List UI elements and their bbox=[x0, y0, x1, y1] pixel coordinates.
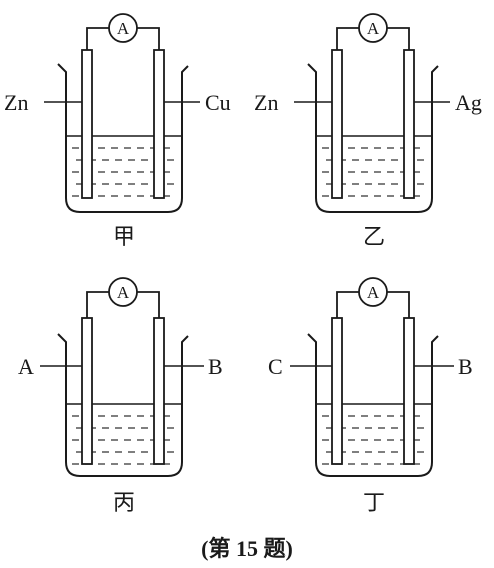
ammeter-label: A bbox=[367, 283, 380, 302]
cell-jia: A Zn Cu 甲 bbox=[4, 13, 231, 249]
wire bbox=[387, 27, 410, 50]
wire bbox=[336, 291, 359, 318]
right-electrode-label: Cu bbox=[205, 90, 231, 115]
left-electrode bbox=[331, 49, 343, 199]
ammeter bbox=[358, 277, 388, 307]
figure-caption: 丁 bbox=[363, 490, 385, 515]
wire bbox=[387, 291, 410, 318]
wire bbox=[86, 27, 109, 50]
left-electrode bbox=[81, 49, 93, 199]
figure-caption: 甲 bbox=[113, 224, 135, 249]
beaker bbox=[57, 63, 189, 213]
wire bbox=[137, 27, 160, 50]
ammeter bbox=[358, 13, 388, 43]
ammeter-label: A bbox=[367, 19, 380, 38]
wire bbox=[336, 27, 359, 50]
ammeter-label: A bbox=[117, 283, 130, 302]
left-electrode bbox=[81, 317, 93, 465]
beaker bbox=[57, 333, 189, 477]
right-electrode bbox=[403, 317, 415, 465]
ammeter bbox=[108, 277, 138, 307]
right-electrode bbox=[153, 49, 165, 199]
left-electrode-label: Zn bbox=[254, 90, 278, 115]
left-electrode-label: C bbox=[268, 354, 283, 379]
right-electrode bbox=[153, 317, 165, 465]
ammeter bbox=[108, 13, 138, 43]
cell-bing: A A B 丙 bbox=[18, 277, 223, 515]
figure-caption: 乙 bbox=[363, 224, 385, 249]
right-electrode-label: B bbox=[208, 354, 223, 379]
cell-yi: A Zn Ag 乙 bbox=[254, 13, 482, 249]
left-electrode-label: A bbox=[18, 354, 34, 379]
left-electrode bbox=[331, 317, 343, 465]
right-electrode bbox=[403, 49, 415, 199]
ammeter-label: A bbox=[117, 19, 130, 38]
right-electrode-label: Ag bbox=[455, 90, 482, 115]
beaker bbox=[307, 333, 439, 477]
figure-caption: 丙 bbox=[113, 490, 135, 515]
wire bbox=[86, 291, 109, 318]
wire bbox=[137, 291, 160, 318]
beaker bbox=[307, 63, 439, 213]
left-electrode-label: Zn bbox=[4, 90, 28, 115]
cell-ding: A C B 丁 bbox=[268, 277, 473, 515]
question-label: (第 15 题) bbox=[201, 536, 293, 561]
right-electrode-label: B bbox=[458, 354, 473, 379]
